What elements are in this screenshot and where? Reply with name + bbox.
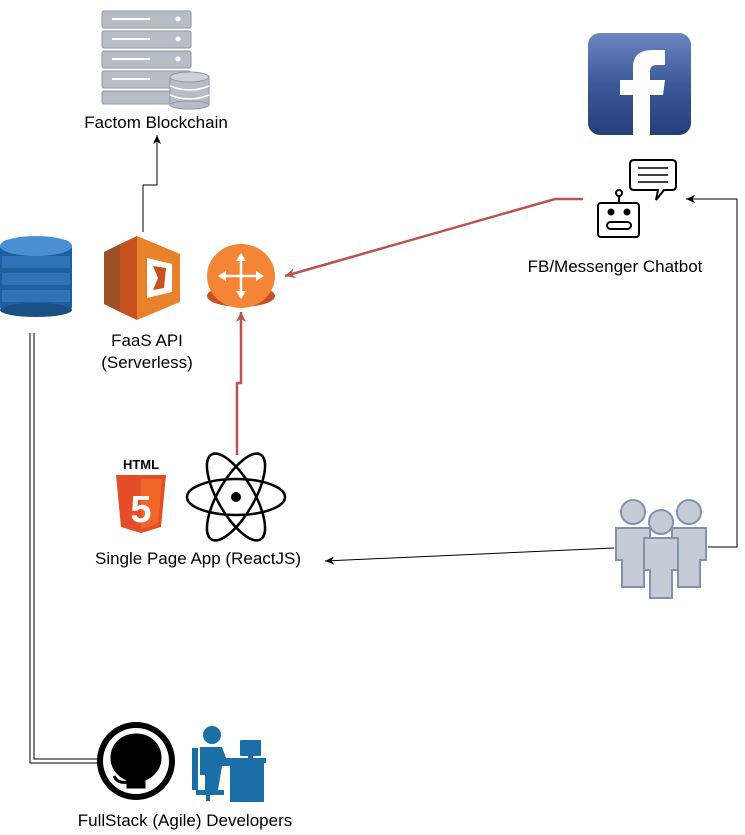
aws-lambda-icon [104,236,180,320]
chatbot-label: FB/Messenger Chatbot [527,257,703,276]
edge-spa-to-gateway [235,312,246,455]
html5-icon-digit: 5 [130,489,151,531]
faas-label-line1: FaaS API [111,331,183,350]
edge-faas-to-blockchain [142,135,161,232]
react-atom-icon [185,452,287,542]
server-database-icon [101,10,210,110]
users-group-icon [615,499,707,599]
dynamodb-icon [0,236,72,317]
edge-users-to-spa [324,547,615,565]
html5-icon-text: HTML [123,457,159,472]
developer-desk-icon [192,726,266,802]
developers-label: FullStack (Agile) Developers [77,811,293,830]
edge-chatbot-to-gateway [284,197,583,279]
blockchain-label: Factom Blockchain [84,113,228,132]
api-gateway-router-icon [207,244,275,308]
facebook-logo-icon [588,33,691,135]
chatbot-robot-icon [597,159,677,238]
edge-users-to-chatbot [686,195,738,548]
html5-icon: HTML 5 [116,457,166,533]
github-icon [97,722,175,800]
edge-dynamodb-to-developers [29,333,100,764]
faas-label-line2: (Serverless) [101,353,193,372]
spa-label: Single Page App (ReactJS) [94,549,301,568]
